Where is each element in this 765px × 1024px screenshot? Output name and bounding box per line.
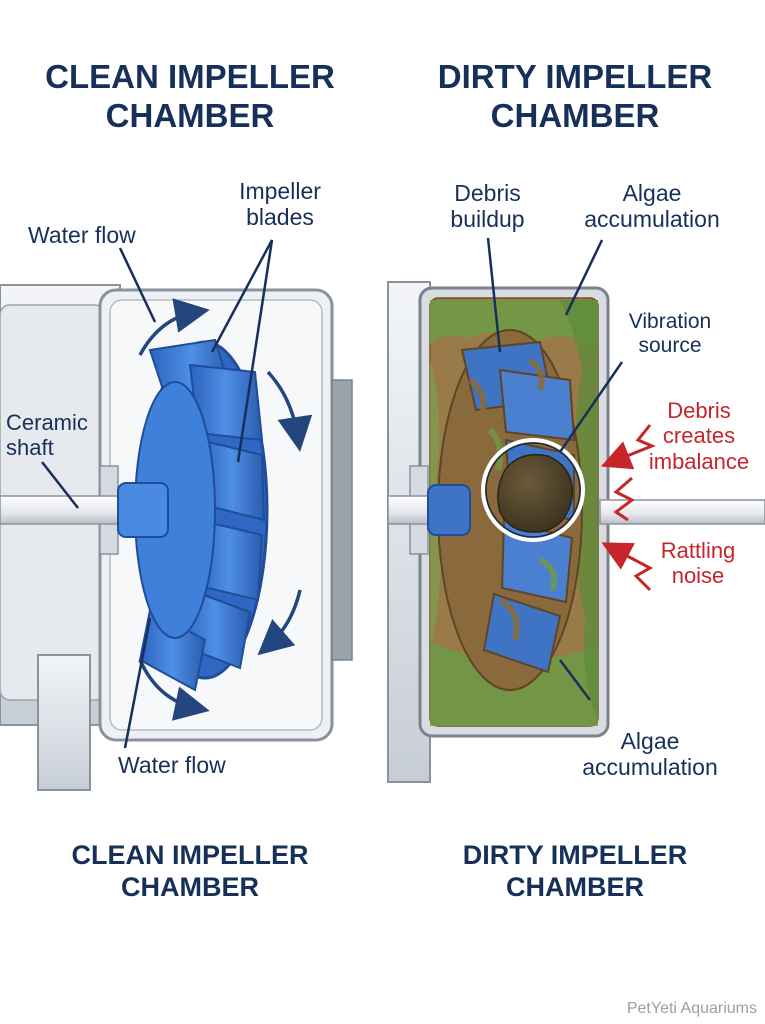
clean-water-flow-arrows (138, 298, 313, 721)
debris-creates-imbalance-label: Debris creates imbalance (648, 398, 750, 474)
vibration-source-highlight (481, 438, 585, 542)
clean-water-flow-top-label: Water flow (28, 222, 136, 248)
algae-accumulation-bottom-label: Algae accumulation (582, 728, 718, 781)
vibration-source-label: Vibration source (628, 310, 712, 358)
rattling-noise-label: Rattling noise (660, 538, 736, 589)
dirty-chamber-title-bottom: DIRTY IMPELLER CHAMBER (462, 840, 688, 902)
dirty-chamber-title-top: DIRTY IMPELLER CHAMBER (437, 58, 713, 134)
clean-leader-lines (41, 239, 274, 749)
ceramic-shaft-label: Ceramic shaft (6, 410, 88, 461)
dirty-leader-lines (486, 237, 624, 701)
clean-chamber-title-bottom: CLEAN IMPELLER CHAMBER (71, 840, 309, 902)
debris-buildup-label: Debris buildup (450, 180, 525, 233)
clean-chamber-title-top: CLEAN IMPELLER CHAMBER (45, 58, 335, 134)
impeller-blades-label: Impeller blades (239, 178, 321, 231)
imbalance-warning-arrows (600, 424, 656, 592)
clean-water-flow-bottom-label: Water flow (118, 752, 226, 778)
brand-watermark: PetYeti Aquariums (626, 1000, 757, 1017)
algae-accumulation-top-label: Algae accumulation (584, 180, 720, 233)
clean-impeller (117, 338, 269, 692)
